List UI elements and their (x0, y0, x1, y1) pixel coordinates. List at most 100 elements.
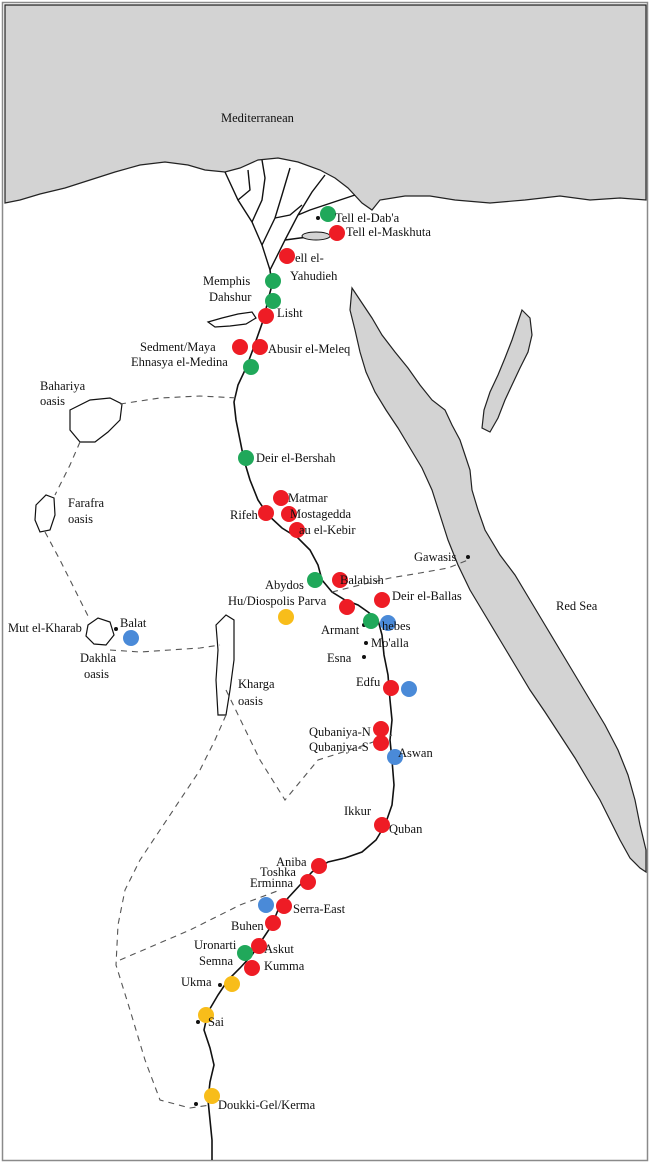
site-rifeh[interactable] (258, 505, 274, 521)
site-tell-el-maskhuta[interactable] (329, 225, 345, 241)
site-deir-el-ballas[interactable] (374, 592, 390, 608)
label-kharga-1: Kharga (238, 677, 275, 691)
site-qubaniya-s[interactable] (373, 735, 389, 751)
label-rifeh: Rifeh (230, 508, 259, 522)
label-buhen: Buhen (231, 919, 264, 933)
faiyum (206, 311, 257, 328)
site-uronarti[interactable] (237, 945, 253, 961)
label-mut-el-kharab: Mut el-Kharab (8, 621, 82, 635)
red-sea (349, 286, 647, 874)
site-lisht[interactable] (258, 308, 274, 324)
site-ikkur-quban[interactable] (374, 817, 390, 833)
label-moalla: Mo'alla (371, 636, 409, 650)
label-ehnasya: Ehnasya el-Medina (131, 355, 228, 369)
site-aswan[interactable] (387, 749, 403, 765)
label-ukma: Ukma (181, 975, 212, 989)
label-aniba: Aniba (276, 855, 307, 869)
label-farafra-2: oasis (68, 512, 93, 526)
site-edfu[interactable] (383, 680, 399, 696)
label-erminna: Erminna (250, 876, 293, 890)
label-deir-el-bershah: Deir el-Bershah (256, 451, 336, 465)
gulf-of-aqaba (481, 308, 533, 433)
site-buhen[interactable] (265, 915, 281, 931)
label-qubaniya-n: Qubaniya-N (309, 725, 371, 739)
label-gawasis: Gawasis (414, 550, 456, 564)
label-esna: Esna (327, 651, 352, 665)
site-qubaniya-n[interactable] (373, 721, 389, 737)
desert-routes (44, 395, 469, 1109)
site-markers (123, 206, 417, 1104)
label-tell-el-daba: Tell el-Dab'a (335, 211, 400, 225)
site-balabish[interactable] (332, 572, 348, 588)
site-serra-east-blue[interactable] (258, 897, 274, 913)
label-balabish: Balabish (340, 573, 384, 587)
label-thebes: hebes (382, 619, 411, 633)
small-site-markers (114, 216, 470, 1106)
site-sedment[interactable] (232, 339, 248, 355)
site-askut[interactable] (251, 938, 267, 954)
site-ehnasya[interactable] (243, 359, 259, 375)
site-tell-el-daba[interactable] (320, 206, 336, 222)
label-lisht: Lisht (277, 306, 303, 320)
site-qau[interactable] (289, 522, 305, 538)
label-qubaniya-s: Qubaniya-S (309, 740, 369, 754)
label-deir-el-ballas: Deir el-Ballas (392, 589, 462, 603)
site-labels: Tell el-Dab'a Tell el-Maskhuta ell el- Y… (8, 211, 462, 1112)
label-serra-east: Serra-East (293, 902, 346, 916)
site-abydos[interactable] (307, 572, 323, 588)
site-kerma[interactable] (204, 1088, 220, 1104)
label-tell-el-maskhuta: Tell el-Maskhuta (346, 225, 431, 239)
site-edfu-blue[interactable] (401, 681, 417, 697)
site-balat[interactable] (123, 630, 139, 646)
label-tell-el-yahudieh-1: ell el- (295, 251, 324, 265)
label-qau: au el-Kebir (299, 523, 356, 537)
label-abusir: Abusir el-Meleq (268, 342, 351, 356)
label-sedment: Sedment/Maya (140, 340, 216, 354)
label-ikkur: Ikkur (344, 804, 372, 818)
site-kumma[interactable] (244, 960, 260, 976)
label-mediterranean: Mediterranean (221, 111, 295, 125)
label-bahariya-1: Bahariya (40, 379, 86, 393)
site-thebes[interactable] (380, 615, 396, 631)
nile-delta (224, 159, 356, 271)
label-bahariya-2: oasis (40, 394, 65, 408)
kharga-oasis-shape (215, 614, 235, 716)
mediterranean-sea (4, 4, 647, 211)
label-balat: Balat (120, 616, 147, 630)
label-dahshur: Dahshur (209, 290, 252, 304)
label-kharga-2: oasis (238, 694, 263, 708)
label-dakhla-1: Dakhla (80, 651, 117, 665)
label-armant: Armant (321, 623, 360, 637)
site-toshka[interactable] (300, 874, 316, 890)
label-memphis: Memphis (203, 274, 250, 288)
site-abusir[interactable] (252, 339, 268, 355)
label-edfu: Edfu (356, 675, 381, 689)
label-toshka: Toshka (260, 865, 296, 879)
bahariya-oasis-shape (69, 397, 123, 443)
label-red-sea: Red Sea (556, 599, 598, 613)
label-farafra-1: Farafra (68, 496, 105, 510)
site-deir-el-bershah[interactable] (238, 450, 254, 466)
site-ukma[interactable] (224, 976, 240, 992)
site-serra-east[interactable] (276, 898, 292, 914)
label-kumma: Kumma (264, 959, 305, 973)
site-sai[interactable] (198, 1007, 214, 1023)
dakhla-oasis-shape (85, 617, 115, 646)
label-quban: Quban (389, 822, 423, 836)
site-aniba[interactable] (311, 858, 327, 874)
site-dahshur[interactable] (265, 293, 281, 309)
site-matmar[interactable] (273, 490, 289, 506)
site-mostagedda[interactable] (281, 506, 297, 522)
label-askut: Askut (264, 942, 294, 956)
site-hu[interactable] (339, 599, 355, 615)
site-hu-yellow[interactable] (278, 609, 294, 625)
site-armant[interactable] (363, 613, 379, 629)
label-semna: Semna (199, 954, 233, 968)
site-tell-el-yahudieh[interactable] (279, 248, 295, 264)
label-matmar: Matmar (288, 491, 328, 505)
label-mostagedda: Mostagedda (290, 507, 352, 521)
farafra-oasis-shape (34, 494, 56, 533)
label-aswan: Aswan (398, 746, 433, 760)
site-memphis[interactable] (265, 273, 281, 289)
